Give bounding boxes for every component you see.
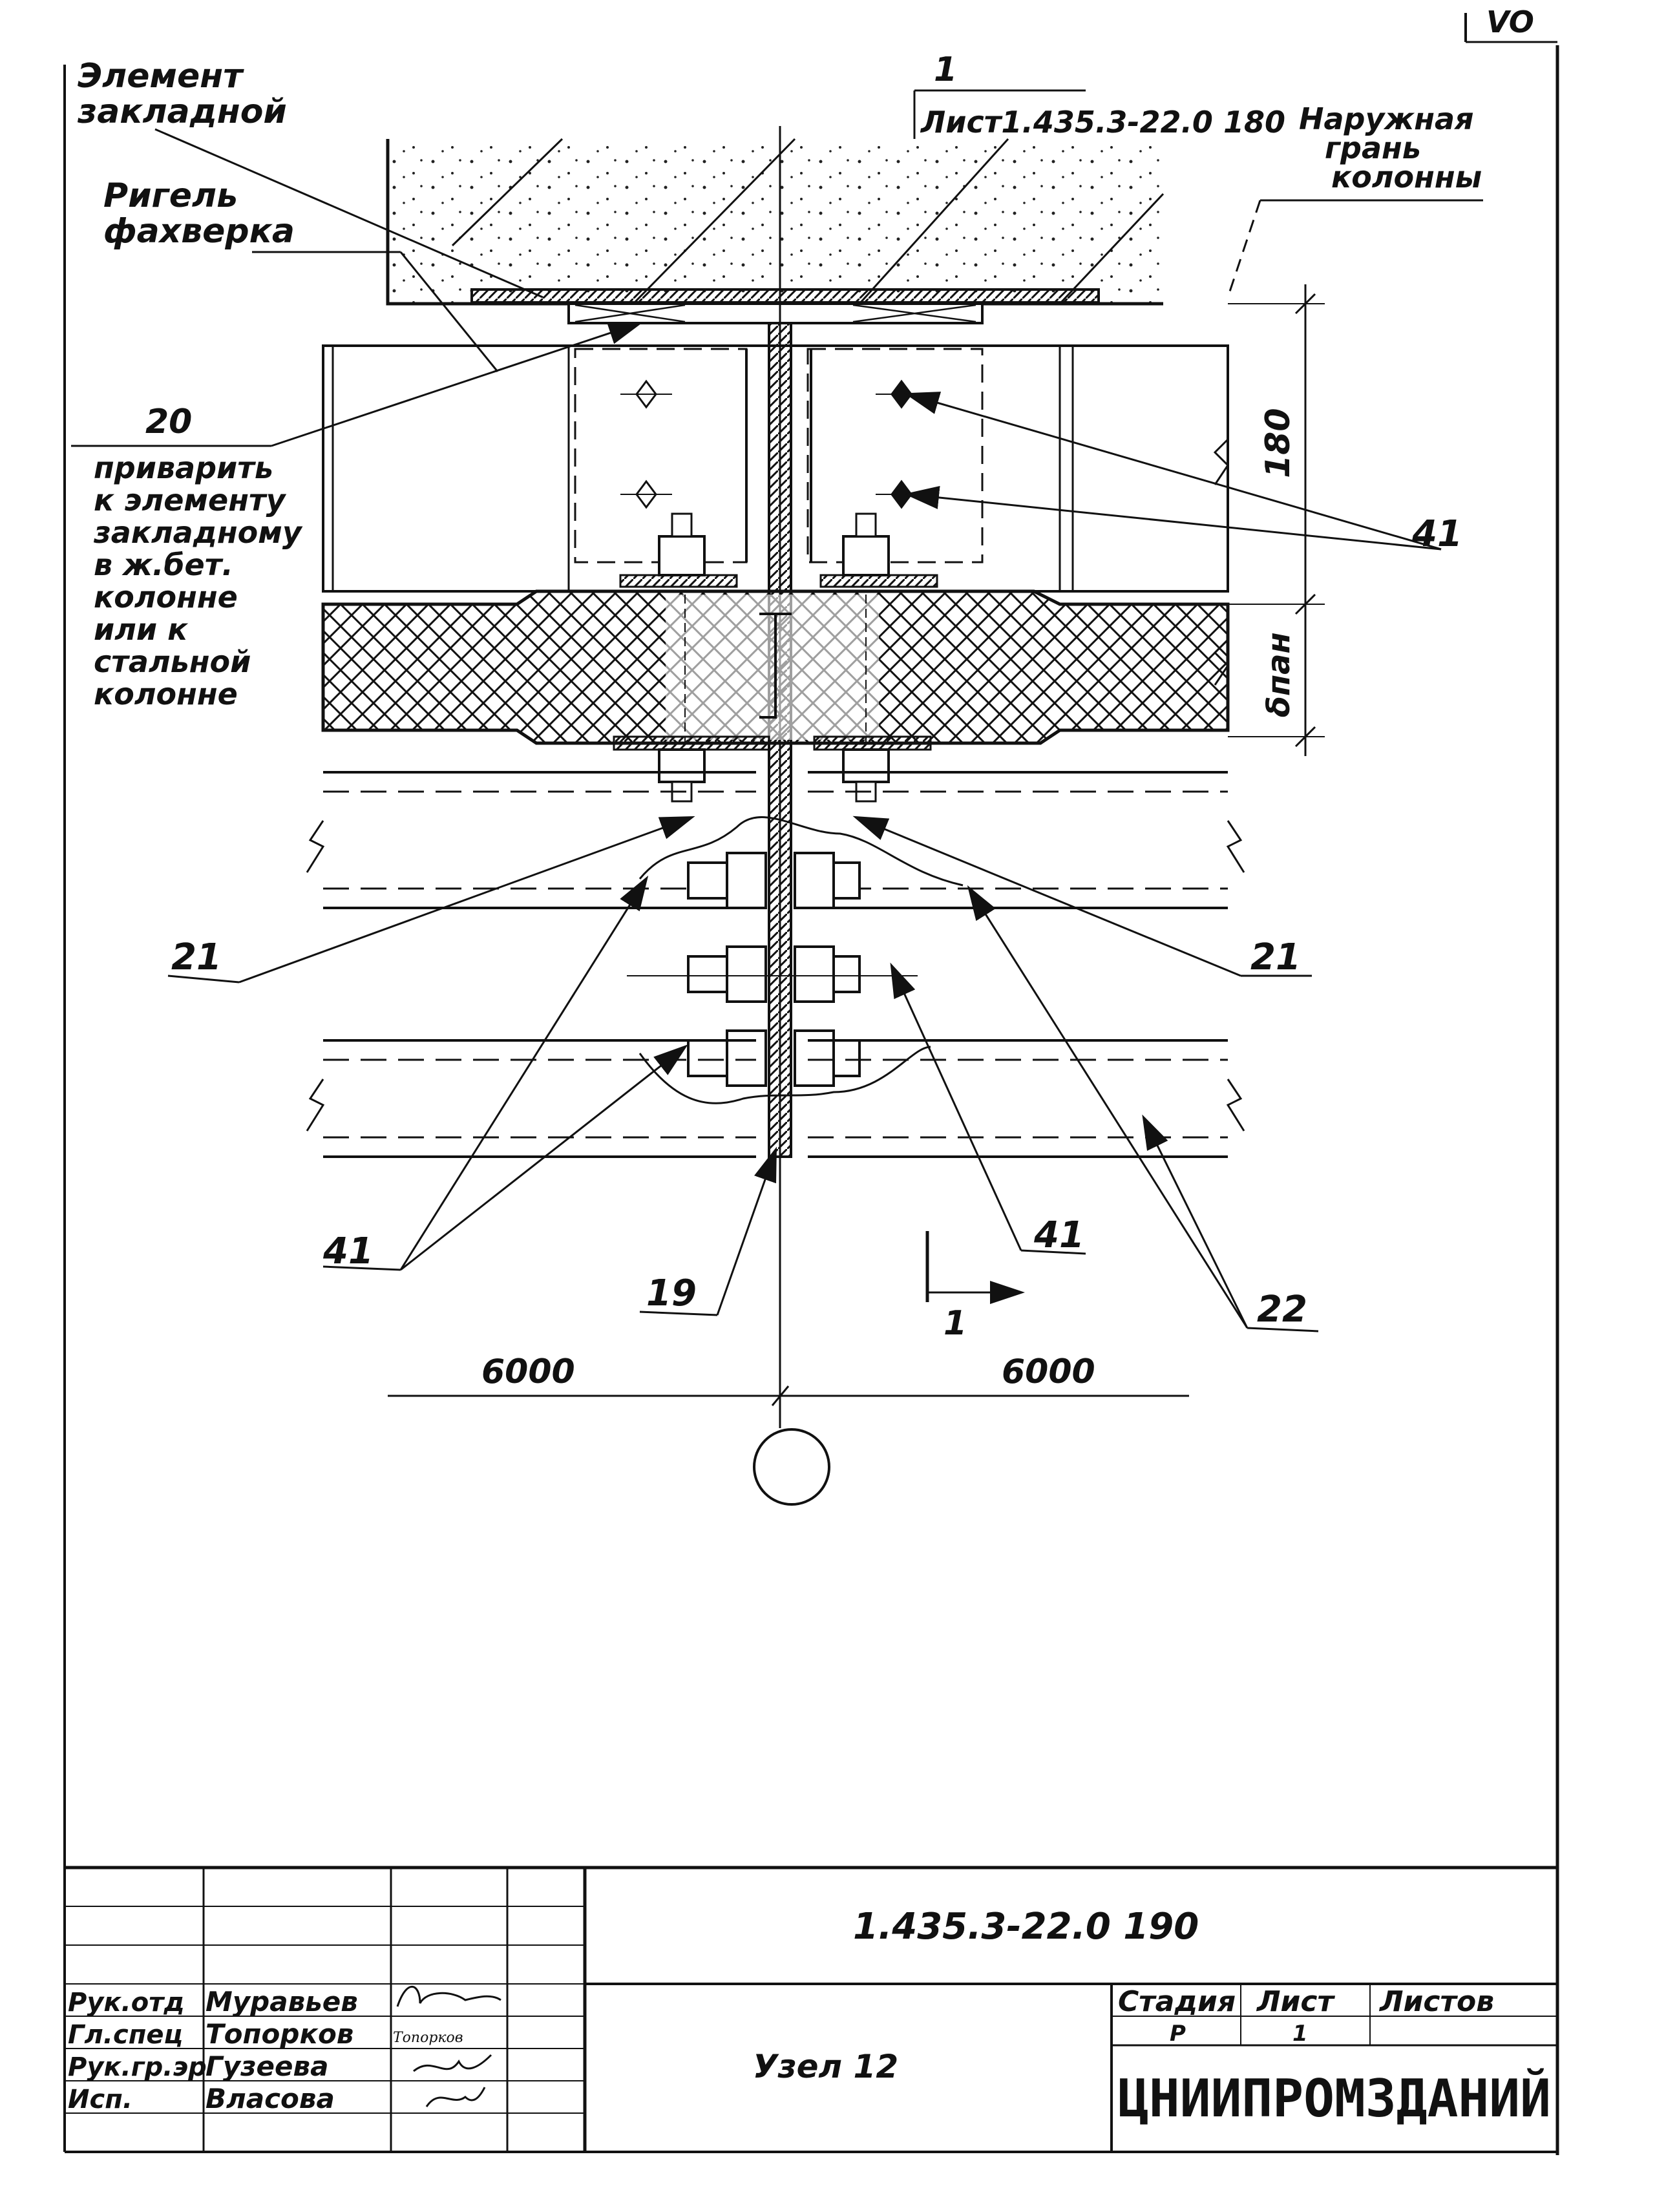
label-riegel-line2: фахверка: [103, 212, 295, 251]
label-weld-line5: колонне: [94, 580, 238, 615]
sandwich-panel: [321, 589, 1230, 745]
organization-name: ЦНИИПРОМЗДАНИЙ: [1118, 2068, 1551, 2129]
title-block: [65, 1866, 1557, 2153]
name-4: Власова: [206, 2083, 335, 2114]
drawing-labels: Элемент закладной Ригель фахверка 20 при…: [77, 50, 1482, 1391]
label-section-num: 1: [934, 50, 957, 89]
label-weld-line4: в ж.бет.: [94, 547, 233, 582]
weld-plate: [567, 302, 984, 324]
role-4: Исп.: [68, 2085, 132, 2114]
sheets-header: Листов: [1378, 1985, 1494, 2018]
label-weld-line7: стальной: [94, 644, 251, 679]
bolted-splice: [627, 852, 918, 1087]
label-face-line3: колонны: [1331, 160, 1482, 195]
embedded-plate: [470, 288, 1100, 304]
label-face-line2: грань: [1325, 131, 1421, 165]
sheet-frame: [63, 13, 1559, 2155]
section-mark: [925, 1231, 1025, 1304]
concrete-column: [386, 138, 1165, 306]
label-embed-line2: закладной: [77, 92, 287, 131]
label-callout-41-bottom-mid: 41: [1033, 1214, 1084, 1256]
name-1: Муравьев: [206, 1986, 358, 2017]
label-weld-line2: к элементу: [94, 483, 287, 518]
drawing-title: Узел 12: [753, 2048, 898, 2085]
name-3: Гузеева: [206, 2050, 328, 2082]
signature-scribble-2: [413, 2054, 492, 2072]
document-code: 1.435.3-22.0 190: [853, 1906, 1199, 1948]
label-face-line1: Наружная: [1299, 101, 1474, 136]
label-callout-22: 22: [1257, 1289, 1307, 1331]
label-weld-line1: приварить: [94, 450, 273, 485]
signature-scribble-3: [425, 2087, 486, 2107]
label-embed-line1: Элемент: [78, 57, 244, 96]
label-weld-line3: закладному: [93, 515, 303, 550]
signature-note: Топорков: [393, 2030, 463, 2046]
label-ref-sheet: Лист1.435.3-22.0 180: [920, 105, 1285, 140]
sheet-header: Лист: [1256, 1985, 1335, 2018]
label-dim-panel: δпан: [1261, 632, 1297, 717]
riegel-upper: [322, 344, 1229, 593]
dimension-lines: [1213, 284, 1325, 756]
label-callout-21-right: 21: [1250, 936, 1301, 978]
leader-lines: [71, 89, 1483, 1332]
name-2: Топорков: [206, 2018, 353, 2050]
stage-value: Р: [1170, 2021, 1186, 2047]
bolts-upper: [619, 512, 938, 588]
role-1: Рук.отд: [68, 1988, 185, 2017]
sheet-value: 1: [1292, 2021, 1308, 2047]
label-weld-num: 20: [145, 403, 192, 441]
stage-header: Стадия: [1118, 1985, 1236, 2018]
label-callout-19: 19: [646, 1272, 697, 1314]
label-span-right: 6000: [1002, 1353, 1095, 1391]
signature-scribble-1: [396, 1985, 501, 2007]
page-number: VO: [1486, 5, 1534, 39]
break-line: [638, 816, 964, 1104]
axis-marker: [388, 1385, 1189, 1506]
label-callout-21-left: 21: [171, 936, 222, 978]
label-span-left: 6000: [481, 1353, 575, 1391]
beam-middle: [306, 771, 1245, 909]
signature-rows: Рук.отд Муравьев Гл.спец Топорков Рук.гр…: [68, 1985, 501, 2114]
label-section-mark: 1: [943, 1304, 967, 1343]
label-callout-41-a: 41: [1411, 513, 1462, 555]
bolts-lower: [613, 735, 932, 803]
label-callout-41-bottom-left: 41: [322, 1230, 374, 1272]
role-2: Гл.спец: [68, 2020, 183, 2050]
label-weld-line6: или к: [94, 612, 189, 647]
label-dim-180: 180: [1259, 408, 1298, 478]
label-riegel-line1: Ригель: [103, 176, 238, 215]
label-weld-line8: колонне: [94, 677, 238, 711]
role-3: Рук.гр.эр: [68, 2052, 207, 2082]
